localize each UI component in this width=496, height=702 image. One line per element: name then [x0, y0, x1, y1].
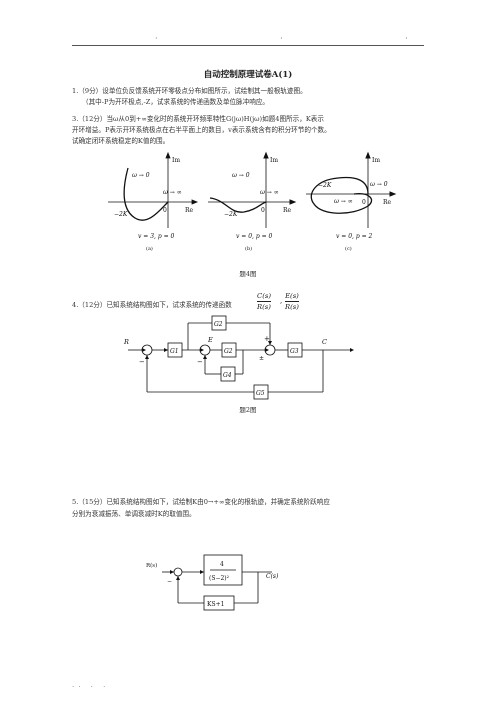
question-4-text: 4.（12分）已知系统结构图如下，试求系统的传递函数	[72, 301, 232, 309]
sign-pm-3: ±	[259, 355, 264, 362]
block-g4-label: G4	[223, 372, 232, 379]
nyquist-a-im-arrow	[165, 151, 171, 159]
fraction-e-numerator: E(s)	[285, 292, 299, 300]
q5-feedback-label: KS+1	[207, 601, 224, 608]
signal-r: R	[123, 338, 129, 346]
header-rule	[72, 45, 424, 46]
q5-forward-denominator: (S−2)²	[209, 575, 230, 582]
question-1-line-1: 1.（9分）设单位负反馈系统开环零极点分布如图所示，试绘制其一般根轨迹图。	[72, 87, 307, 95]
nyquist-b-condition: v = 0, p = 0	[236, 233, 273, 240]
question-3-line-3: 试确定闭环系统稳定的K值的围。	[72, 137, 170, 145]
nyquist-figures: Im Re 0 ω → 0 ω → ∞ −2K v = 3, p = 0 (a)…	[108, 151, 397, 252]
nyquist-a-w0: ω → 0	[132, 172, 150, 179]
figure-4-caption: 题4图	[239, 270, 257, 278]
block-g3-label: G3	[290, 348, 299, 355]
figure-2-caption: 题2图	[239, 406, 257, 414]
nyquist-b-re-label: Re	[283, 207, 292, 214]
nyquist-c-zero: 0	[362, 199, 366, 206]
block-diagram-q4: R E C G1 G2 G2 G3 G4 G5 − − + ±	[123, 315, 354, 400]
nyquist-c-im-label: Im	[372, 157, 380, 164]
nyquist-c-curve	[310, 176, 373, 214]
nyquist-a-condition: v = 3, p = 0	[138, 233, 175, 240]
nyquist-a-label: (a)	[146, 245, 153, 252]
fraction-c-denominator: R(s)	[257, 301, 271, 311]
nyquist-b-negk: −2K	[224, 211, 238, 218]
q5-forward-block	[203, 554, 243, 586]
nyquist-b-w0: ω → 0	[232, 172, 250, 179]
sign-plus-3: +	[264, 335, 270, 343]
question-3-line-2: 开环增益。P表示开环系统极点在右半平面上的数目，v表示系统含有的积分环节的个数。	[72, 126, 331, 134]
nyquist-a-negk: −2K	[114, 211, 128, 218]
fraction-c-over-r: C(s) R(s)	[257, 291, 271, 312]
nyquist-b-im-label: Im	[270, 157, 278, 164]
nyquist-c-re-label: Re	[383, 199, 392, 206]
question-3-line-1: 3.（12分）当ω从0到+∞变化时的系统开环频率特性G(jω)H(jω)如题4图…	[72, 115, 324, 123]
nyquist-a-curve	[123, 167, 169, 221]
nyquist-b-winf: ω → ∞	[260, 189, 279, 196]
q5-minus-sign: −	[167, 578, 172, 585]
question-1-line-2: （其中-P为开环极点,-Z，试求系统的传递函数及单位脉冲响应。	[82, 98, 270, 106]
nyquist-c-label: (c)	[345, 245, 352, 252]
header-dots: · · ·	[155, 34, 468, 43]
footer-dots: ·· · ·	[72, 683, 110, 691]
block-g5-label: G5	[256, 390, 265, 397]
nyquist-b-zero: 0	[261, 207, 265, 214]
block-diagram-q5: R(s) C(s) 4 (S−2)² KS+1 −	[146, 554, 279, 611]
sign-minus-1: −	[139, 358, 145, 366]
fraction-e-over-r: E(s) R(s)	[285, 291, 299, 312]
nyquist-a-re-arrow	[191, 199, 199, 205]
signal-e: E	[207, 336, 213, 344]
sign-minus-2: −	[197, 358, 203, 366]
q5-output-label: C(s)	[266, 573, 279, 580]
nyquist-c-winf: ω → ∞	[334, 198, 353, 205]
block-g2-main-label: G2	[224, 348, 233, 355]
question-5-line-1: 5.（15分）已知系统结构图如下，试绘制K由0→+∞变化的根轨迹，并确定系统阶跃…	[72, 498, 330, 506]
q5-input-label: R(s)	[146, 562, 157, 569]
nyquist-a-winf: ω → ∞	[163, 189, 182, 196]
signal-c: C	[322, 338, 327, 346]
nyquist-b-label: (b)	[245, 245, 252, 252]
q5-forward-numerator: 4	[220, 561, 224, 568]
nyquist-c-negk: −2K	[318, 182, 332, 189]
fraction-c-numerator: C(s)	[257, 292, 271, 300]
nyquist-b-curve	[209, 197, 267, 213]
block-g2-top-label: G2	[214, 321, 223, 328]
nyquist-a-zero: 0	[163, 207, 167, 214]
block-g1-label: G1	[170, 348, 179, 355]
nyquist-a-im-label: Im	[172, 157, 180, 164]
question-5-line-2: 分别为衰减振荡、单调衰减时K的取值围。	[72, 510, 196, 518]
nyquist-c-condition: v = 0, p = 2	[336, 233, 373, 240]
fraction-e-denominator: R(s)	[285, 301, 299, 311]
q5-summing-junction	[173, 567, 183, 577]
nyquist-c-w0: ω → 0	[370, 181, 388, 188]
exam-title: 自动控制原理试卷A(1)	[203, 70, 293, 80]
nyquist-a-re-label: Re	[185, 207, 194, 214]
fraction-separator: ,	[280, 297, 283, 305]
